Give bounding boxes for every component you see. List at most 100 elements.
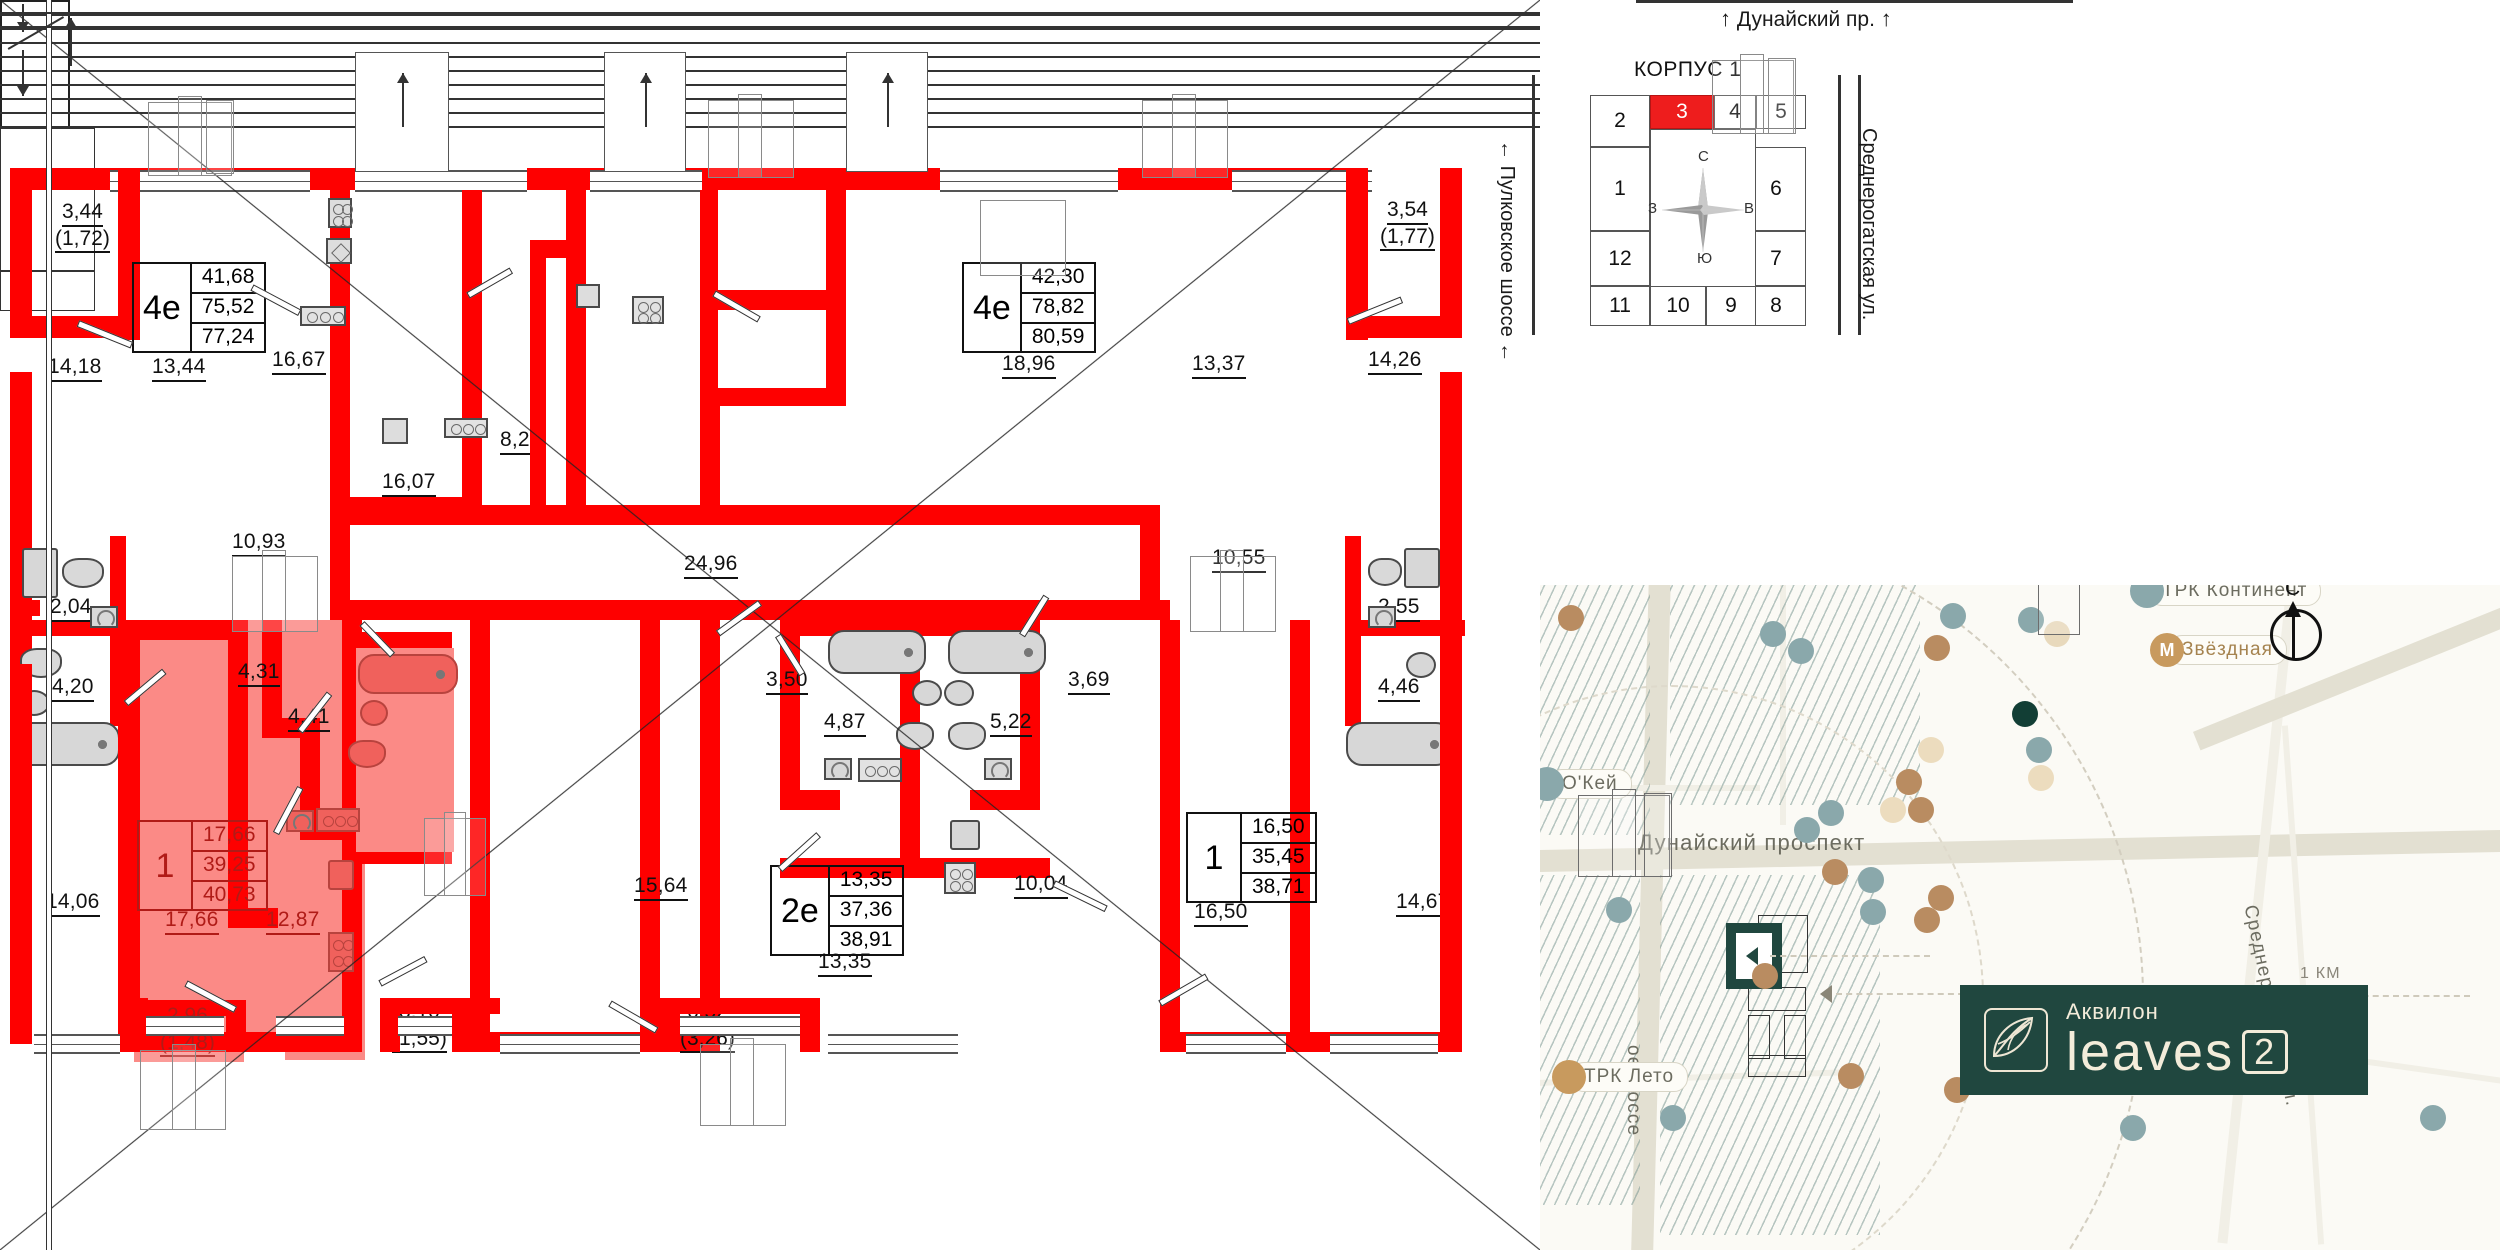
poi-label: Звёздная: [2168, 635, 2287, 665]
map-dot: [1838, 1063, 1864, 1089]
logo-number: 2: [2242, 1030, 2289, 1074]
site-building: [1748, 1055, 1806, 1077]
balcony-glazing: [262, 550, 286, 632]
map-dot: [2012, 701, 2038, 727]
utility-icon: [382, 418, 408, 444]
project-logo: Аквилон leaves 2: [1960, 985, 2368, 1095]
balcony-glazing: [140, 1050, 226, 1130]
logo-name: leaves: [2066, 1022, 2235, 1082]
poi-okey[interactable]: О'Кей: [1540, 767, 1632, 801]
poi-trk-kontinent[interactable]: ТРК Континент: [2130, 585, 2322, 608]
balcony-glazing: [444, 812, 466, 896]
key-plan-section-12[interactable]: 12: [1590, 231, 1650, 286]
marker-connector: [1836, 993, 2076, 995]
street-line-right: [1838, 75, 1841, 335]
meter-icon: [632, 296, 664, 324]
map-dot: [1880, 797, 1906, 823]
site-building: [1748, 1015, 1770, 1059]
electrical-panel-icon: [328, 198, 353, 228]
street-line-left: [1532, 75, 1535, 335]
elevator-shaft-icon: [0, 0, 70, 128]
map-dot: [1606, 897, 1632, 923]
balcony-glazing: [1172, 94, 1196, 178]
balcony-glazing: [700, 1044, 786, 1126]
balcony-glazing: [1740, 54, 1764, 134]
metro-icon: М: [2150, 633, 2184, 667]
key-plan-section-8[interactable]: 8: [1746, 286, 1806, 326]
street-line-right-2: [1858, 75, 1861, 335]
balcony-glazing: [738, 94, 762, 178]
compass-rose: С В Ю З: [1648, 148, 1756, 270]
road-diagonal-ne: [2193, 585, 2500, 751]
meter-icon: [300, 306, 346, 326]
site-building: [1784, 1015, 1806, 1059]
ventilation-box: [846, 52, 928, 172]
location-map[interactable]: 1 КМ Дунайский проспект ое шоссе Среднер…: [1540, 585, 2500, 1250]
utility-icon: [326, 238, 352, 264]
key-plan-section-11[interactable]: 11: [1590, 286, 1650, 326]
building-key-plan: КОРПУС 1 2 3 4 5 4 5 1 12 11 6 7 8 10 9: [1540, 0, 1880, 340]
poi-label: ТРК Лето: [1570, 1062, 1689, 1092]
balcony-glazing: [1220, 550, 1244, 632]
scale-label: 1 КМ: [2300, 965, 2341, 982]
ventilation-box: [604, 52, 686, 172]
key-plan-section-5[interactable]: 5: [1756, 95, 1806, 129]
poi-trk-leto[interactable]: ТРК Лето: [1552, 1060, 1689, 1094]
context-panel: ↑ Дунайский пр. ↑ ← Пулковское шоссе ← С…: [980, 0, 2500, 1250]
map-dot: [2026, 737, 2052, 763]
compass-north-label: С: [1698, 148, 1709, 165]
key-plan-section-4[interactable]: 4: [1714, 95, 1756, 129]
balcony-glazing: [172, 1044, 196, 1130]
key-plan-section-7[interactable]: 7: [1746, 231, 1806, 286]
site-building: [1748, 987, 1806, 1011]
poi-metro-zvezdnaya[interactable]: М Звёздная: [2150, 633, 2287, 667]
map-dot: [1558, 605, 1584, 631]
map-dot: [1794, 817, 1820, 843]
map-dot: [1788, 638, 1814, 664]
map-label-dunaysky: Дунайский проспект: [1638, 830, 1866, 855]
map-dot: [1860, 899, 1886, 925]
map-dot: [1760, 621, 1786, 647]
marker-connector: [1770, 955, 1930, 957]
key-plan-section-10[interactable]: 10: [1650, 286, 1706, 326]
balcony-glazing: [1612, 789, 1636, 877]
balcony-glazing: [2038, 585, 2080, 635]
balcony-glazing: [232, 556, 318, 632]
map-dot: [2018, 607, 2044, 633]
poi-label: ТРК Континент: [2148, 585, 2322, 606]
floor-plan-panel: 3,44 (1,72) 14,18 4e 41,68 75,52 77,24 1…: [0, 0, 1540, 1250]
balcony-glazing: [1190, 556, 1276, 632]
balcony-glazing: [1712, 60, 1794, 134]
meter-icon: [444, 418, 488, 438]
marker-arrow-icon: [1820, 985, 1832, 1003]
balcony-glazing: [1768, 58, 1796, 134]
key-plan-title: КОРПУС 1: [1634, 58, 1742, 81]
poi-dot: [2130, 585, 2164, 608]
poi-dot: [1552, 1060, 1586, 1094]
map-dot: [1822, 859, 1848, 885]
compass-west-label: З: [1648, 200, 1658, 217]
key-plan-section-9[interactable]: 9: [1706, 286, 1756, 326]
balcony-glazing: [178, 96, 202, 176]
marker-arrow-icon: [1746, 947, 1758, 965]
wall: [1440, 664, 1462, 1044]
map-dot: [1924, 635, 1950, 661]
map-dot: [1660, 1105, 1686, 1131]
map-dot: [1914, 907, 1940, 933]
map-dot: [1940, 603, 1966, 629]
compass-south-label: Ю: [1697, 250, 1713, 267]
map-dot: [1928, 885, 1954, 911]
north-arrow-head: [2285, 601, 2301, 617]
logo-brand: Аквилон: [2066, 999, 2159, 1024]
street-label-dunaysky-top: ↑ Дунайский пр. ↑: [1720, 6, 1892, 31]
balcony-glazing: [730, 1038, 754, 1126]
wall: [10, 664, 32, 1044]
balcony-glazing: [1644, 793, 1672, 877]
poi-label: О'Кей: [1548, 769, 1632, 799]
key-plan-section-1[interactable]: 1: [1590, 147, 1650, 231]
key-plan-section-3-active[interactable]: 3: [1650, 95, 1714, 129]
map-dot: [2120, 1115, 2146, 1141]
key-plan-section-2[interactable]: 2: [1590, 95, 1650, 147]
map-dot: [2028, 765, 2054, 791]
